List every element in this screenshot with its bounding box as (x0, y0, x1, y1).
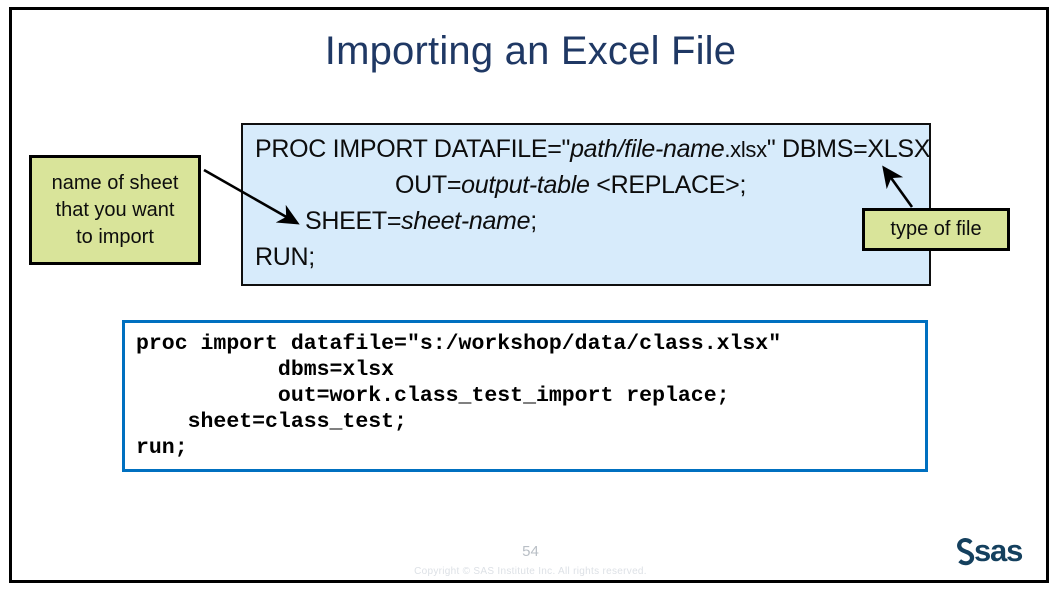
slide-frame (9, 7, 1049, 583)
syntax-line-1-tail: " DBMS=XLSX (766, 135, 931, 163)
syntax-line-1: PROC IMPORT DATAFILE="path/file-name.xls… (255, 135, 930, 164)
callout-sheet-name-line1: name of sheet (51, 171, 179, 194)
callout-file-type: type of file (862, 208, 1010, 251)
syntax-line-2: OUT=output-table <REPLACE>; (395, 171, 746, 200)
callout-sheet-name-line2: that you want (55, 198, 175, 221)
syntax-line-3-tail: ; (530, 207, 537, 235)
syntax-line-2-keyword: OUT= (395, 171, 462, 199)
callout-file-type-label: type of file (890, 218, 982, 240)
syntax-line-3-placeholder: sheet-name (401, 207, 531, 235)
sas-logo: sas (952, 533, 1044, 569)
syntax-line-2-tail: <REPLACE>; (589, 171, 747, 199)
sas-logo-wordmark: sas (974, 533, 1023, 568)
copyright-notice: Copyright © SAS Institute Inc. All right… (414, 566, 647, 577)
syntax-line-4: RUN; (255, 243, 315, 271)
syntax-line-1-keyword: PROC IMPORT DATAFILE=" (255, 135, 571, 163)
page-title: Importing an Excel File (324, 29, 737, 73)
syntax-box: PROC IMPORT DATAFILE="path/file-name.xls… (241, 123, 931, 286)
code-example-box: proc import datafile="s:/workshop/data/c… (122, 320, 928, 472)
syntax-line-1-extension: .xlsx (724, 137, 767, 162)
syntax-line-2-placeholder: output-table (461, 171, 590, 199)
sas-swirl-icon (957, 538, 975, 566)
callout-sheet-name: name of sheet that you want to import (29, 155, 201, 265)
syntax-line-3-keyword: SHEET= (305, 207, 402, 235)
page-number: 54 (522, 543, 539, 560)
callout-sheet-name-line3: to import (76, 225, 154, 248)
code-example-text: proc import datafile="s:/workshop/data/c… (136, 332, 782, 460)
syntax-line-1-placeholder: path/file-name (570, 135, 725, 163)
syntax-line-3: SHEET=sheet-name; (305, 207, 537, 236)
